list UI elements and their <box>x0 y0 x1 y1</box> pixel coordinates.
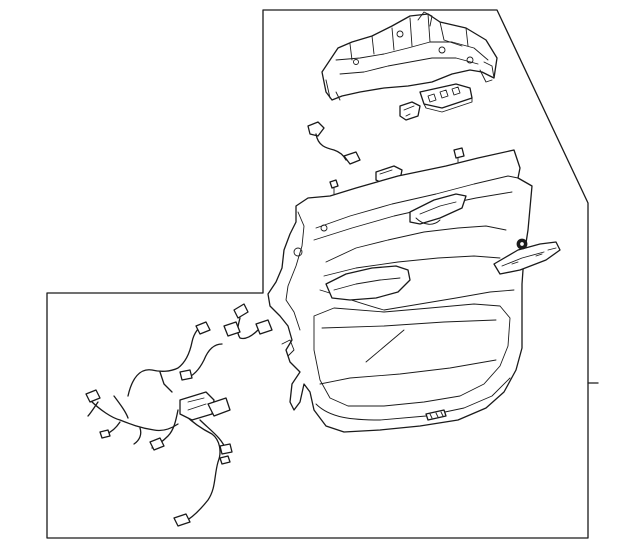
window-switch <box>419 83 473 113</box>
harness-connector <box>85 321 233 527</box>
push-pin <box>329 179 339 195</box>
upper-bracket <box>321 11 498 101</box>
small-switch <box>399 101 421 121</box>
retaining-clip <box>453 147 465 163</box>
pigtail-connector <box>307 121 361 165</box>
door-trim-panel <box>267 149 533 433</box>
inner-door-handle <box>409 193 467 225</box>
pull-handle-bezel <box>493 238 561 275</box>
wiring-harness <box>87 323 227 523</box>
sensor-plug <box>223 303 273 340</box>
diagram-frame <box>46 9 589 539</box>
